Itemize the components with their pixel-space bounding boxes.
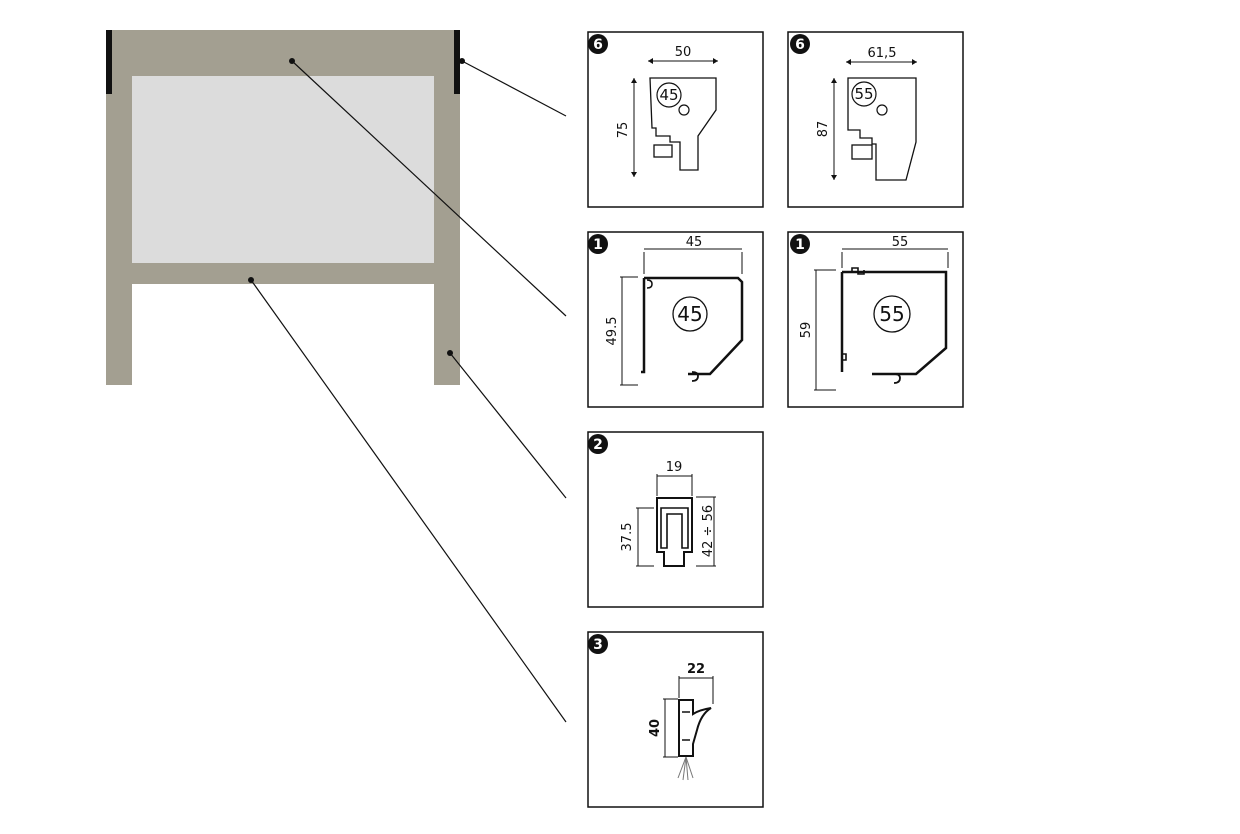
badge-6 bbox=[790, 34, 810, 54]
dim-height: 49.5 bbox=[605, 317, 620, 346]
dim-height: 87 bbox=[816, 121, 831, 138]
dim-width: 55 bbox=[892, 235, 909, 250]
panel-cassette-45-large: 1 45 49.5 45 bbox=[587, 231, 764, 408]
leader-dot-bottom-bar bbox=[248, 277, 254, 283]
size-label: 55 bbox=[879, 302, 904, 326]
dim-height-left: 37.5 bbox=[620, 523, 635, 552]
dim-width: 19 bbox=[666, 460, 683, 475]
badge-1 bbox=[790, 234, 810, 254]
badge-label: 1 bbox=[795, 237, 805, 253]
leader-line-end-cap bbox=[461, 60, 567, 117]
dim-width: 61,5 bbox=[868, 46, 897, 61]
panel-cassette-55-small: 6 61,5 87 55 bbox=[787, 31, 964, 208]
badge-label: 6 bbox=[593, 37, 603, 53]
size-label: 45 bbox=[659, 86, 678, 104]
dim-width: 50 bbox=[675, 45, 692, 60]
leader-lines bbox=[248, 58, 567, 723]
dim-height-right: 42 ÷ 56 bbox=[701, 505, 716, 557]
leader-dot-cassette bbox=[289, 58, 295, 64]
badge-label: 1 bbox=[593, 237, 603, 253]
panel-cassette-55-large: 1 55 59 55 bbox=[787, 231, 964, 408]
badge-2 bbox=[588, 434, 608, 454]
panel-guide-rail: 2 19 37.5 42 ÷ 56 bbox=[587, 431, 764, 608]
dim-width: 22 bbox=[687, 662, 705, 677]
panel-bottom-bar: 3 22 40 bbox=[587, 631, 764, 808]
leader-dot-end-cap bbox=[459, 58, 465, 64]
dim-height: 40 bbox=[648, 719, 663, 737]
panel-cassette-45-small: 6 50 75 45 bbox=[587, 31, 764, 208]
window-frame-illustration bbox=[106, 30, 460, 385]
frame-head bbox=[106, 30, 460, 76]
dim-height: 59 bbox=[799, 322, 814, 339]
badge-label: 2 bbox=[593, 437, 603, 453]
badge-3 bbox=[588, 634, 608, 654]
right-end-cap bbox=[454, 30, 460, 94]
leader-line-cassette bbox=[291, 60, 567, 317]
left-end-cap bbox=[106, 30, 112, 94]
dim-width: 45 bbox=[686, 235, 703, 250]
badge-1 bbox=[588, 234, 608, 254]
badge-label: 3 bbox=[593, 637, 603, 653]
size-label: 45 bbox=[677, 302, 702, 326]
badge-6 bbox=[588, 34, 608, 54]
leader-line-bottom-bar bbox=[250, 279, 567, 723]
size-label: 55 bbox=[854, 85, 873, 103]
leader-line-guide-rail bbox=[449, 352, 567, 499]
badge-label: 6 bbox=[795, 37, 805, 53]
leader-dot-guide-rail bbox=[447, 350, 453, 356]
frame-bottom-bar bbox=[106, 263, 460, 284]
dim-height: 75 bbox=[616, 122, 631, 139]
screen-panel bbox=[132, 76, 434, 263]
